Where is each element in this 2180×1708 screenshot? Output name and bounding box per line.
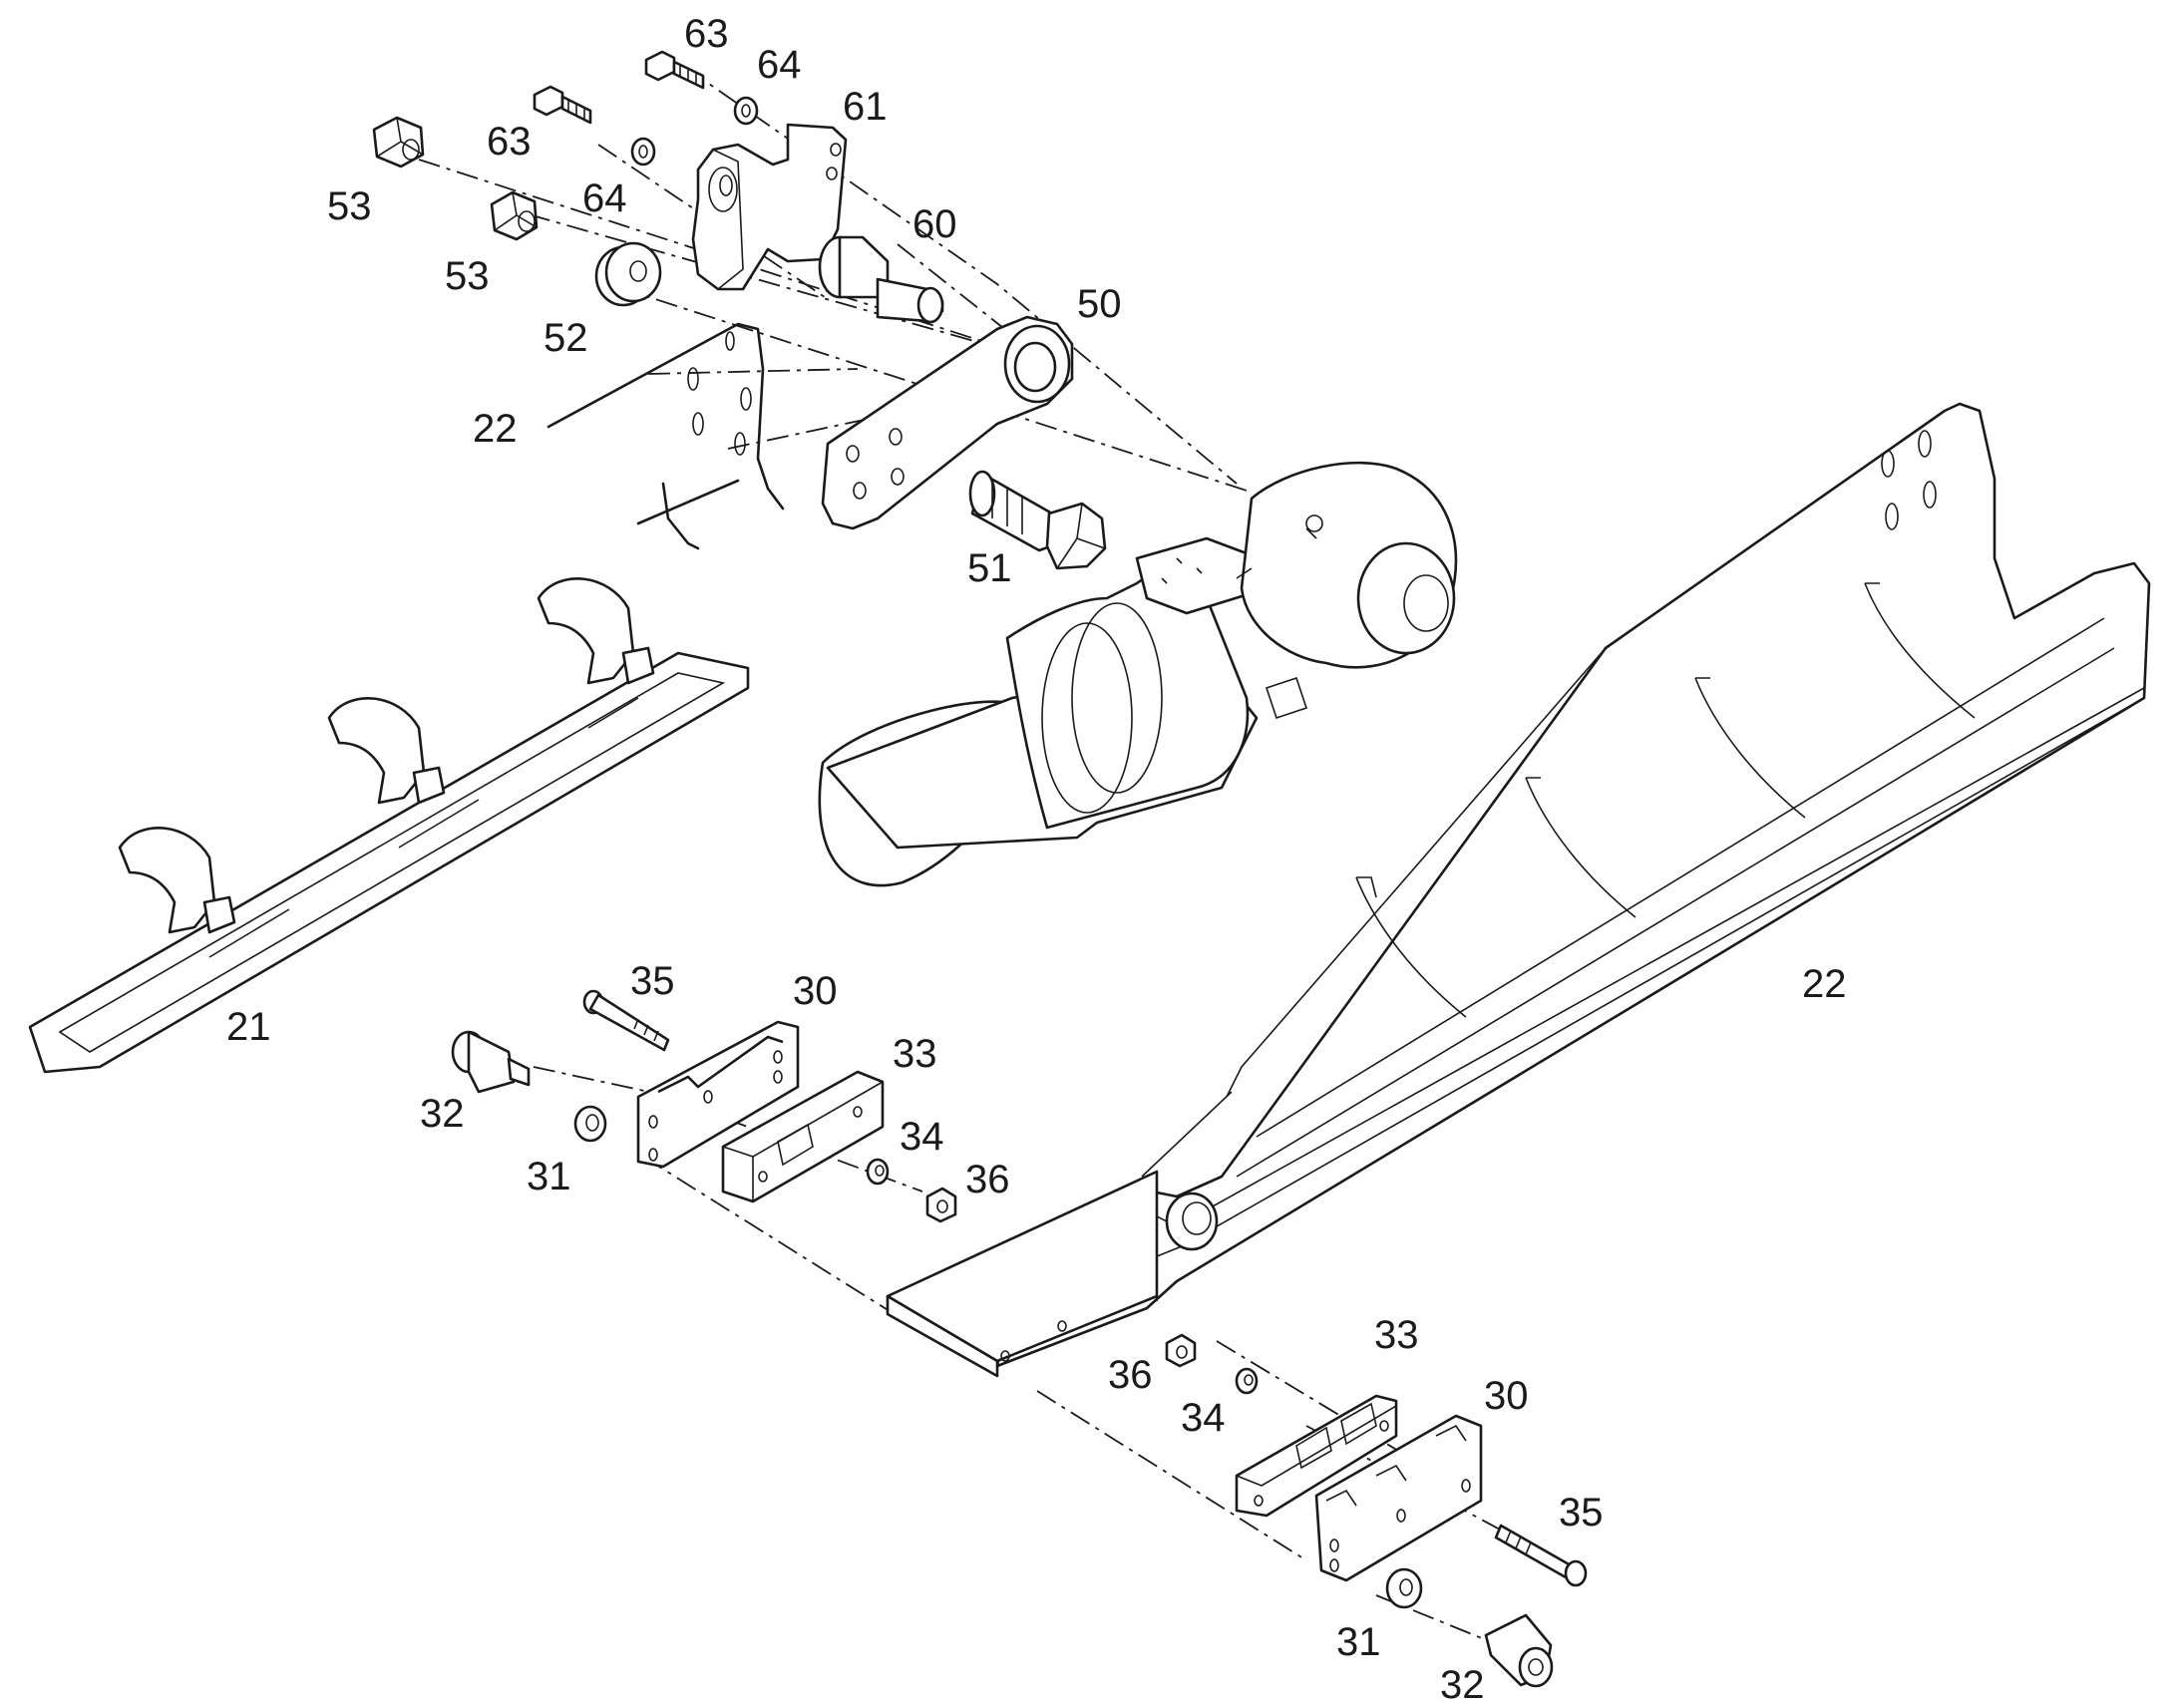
block-33-left	[721, 1070, 885, 1203]
nut-53-upper	[372, 116, 425, 169]
screw-35-left	[582, 989, 670, 1052]
callout-32-left: 32	[420, 1092, 465, 1136]
callout-63-upper: 63	[684, 12, 729, 56]
assembly-center-lines	[418, 67, 1587, 1661]
washer-34-left	[866, 1158, 890, 1186]
bolt-63-lower	[533, 85, 592, 125]
callout-63-lower: 63	[487, 120, 532, 164]
drive-unit	[818, 461, 1458, 887]
callout-32-right: 32	[1440, 1663, 1485, 1707]
frame-22	[886, 402, 2151, 1378]
washer-34-right	[1235, 1367, 1259, 1395]
washer-52	[594, 241, 662, 307]
callout-33-left: 33	[893, 1032, 937, 1076]
plate-30-left	[636, 1020, 800, 1169]
block-33-right	[1235, 1394, 1398, 1518]
bolt-63-upper	[644, 50, 705, 90]
callout-64-lower: 64	[582, 176, 627, 220]
callout-53-lower: 53	[445, 254, 490, 298]
callout-30-left: 30	[793, 969, 838, 1013]
bracket-61	[691, 123, 848, 291]
callout-22-frame: 22	[1802, 962, 1847, 1006]
bolt-51	[968, 470, 1107, 570]
callout-33-right: 33	[1374, 1313, 1419, 1357]
callout-30-right: 30	[1484, 1374, 1529, 1418]
callout-35-left: 35	[630, 959, 675, 1003]
callout-22-upper: 22	[473, 407, 518, 451]
callout-61: 61	[843, 85, 888, 129]
washer-31-left	[573, 1105, 607, 1143]
callout-51: 51	[967, 546, 1012, 590]
plate-22-upper-partial	[546, 322, 785, 550]
link-arm-50	[821, 315, 1074, 530]
callout-50: 50	[1077, 282, 1122, 326]
support-rail-21	[28, 577, 750, 1074]
screw-32-right	[1484, 1613, 1554, 1688]
callout-35-right: 35	[1559, 1491, 1604, 1535]
screw-32-left	[451, 1030, 531, 1094]
callout-labels: 63 64 61 63 53 64 60 53 52 50 22 51 21 3…	[226, 12, 1847, 1707]
callout-34-right: 34	[1181, 1396, 1226, 1440]
screw-35-right	[1494, 1524, 1588, 1587]
callout-36-left: 36	[965, 1158, 1010, 1201]
callout-64-upper: 64	[757, 43, 802, 87]
callout-52: 52	[544, 316, 588, 360]
nut-36-left	[925, 1187, 957, 1223]
callout-36-right: 36	[1108, 1353, 1153, 1397]
washer-64-lower	[630, 137, 656, 167]
callout-21: 21	[226, 1005, 271, 1049]
callout-60: 60	[912, 202, 957, 246]
nut-53-lower	[490, 190, 539, 241]
callout-31-right: 31	[1336, 1620, 1381, 1664]
nut-36-right	[1165, 1333, 1197, 1368]
callout-31-left: 31	[527, 1155, 571, 1198]
pin-60	[818, 235, 944, 324]
washer-64-upper	[733, 96, 759, 126]
washer-31-right	[1385, 1567, 1423, 1609]
callout-53-upper: 53	[327, 184, 372, 228]
callout-34-left: 34	[900, 1115, 944, 1159]
plate-30-right	[1314, 1414, 1483, 1582]
